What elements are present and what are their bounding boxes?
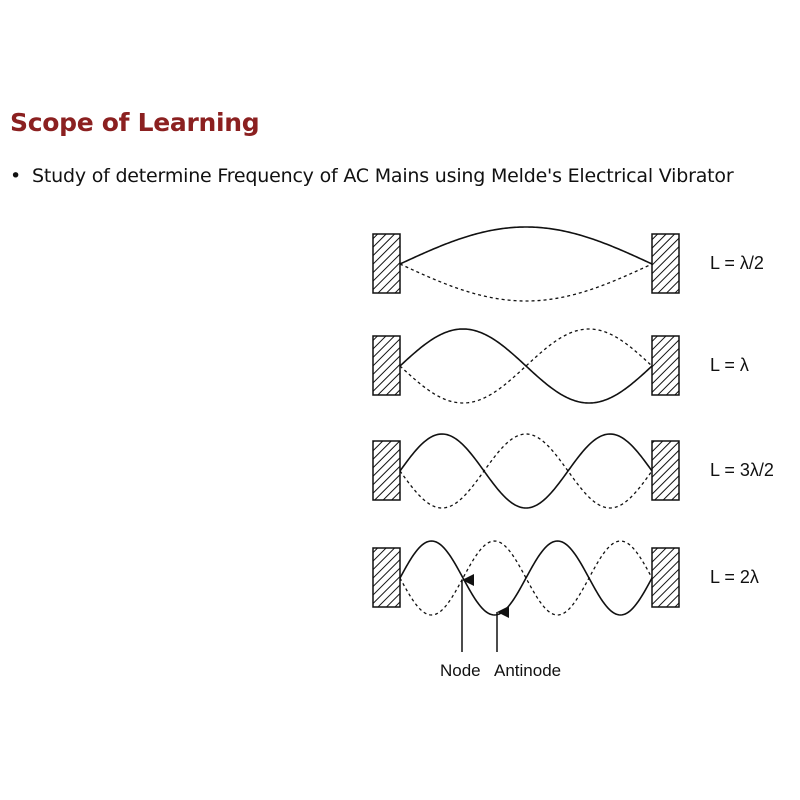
wave-dashed (399, 263, 653, 302)
wave-solid (399, 433, 653, 509)
bullet-item: • Study of determine Frequency of AC Mai… (10, 165, 734, 187)
left-clamp (372, 233, 401, 294)
page-title: Scope of Learning (10, 108, 260, 137)
bullet-text: Study of determine Frequency of AC Mains… (32, 165, 734, 187)
wave-solid (399, 540, 653, 616)
right-clamp (651, 233, 680, 294)
wave-solid (399, 328, 653, 404)
wave-dashed (399, 433, 653, 509)
mode-label: L = λ (710, 355, 749, 375)
wave-dashed (399, 540, 653, 616)
antinode-pointer: Antinode (494, 606, 561, 680)
right-clamp (651, 440, 680, 501)
wave-solid (399, 226, 653, 265)
left-clamp (372, 547, 401, 608)
mode-row-3: L = 3λ/2 (372, 433, 774, 509)
bullet-icon: • (10, 165, 22, 187)
antinode-label: Antinode (494, 661, 561, 680)
mode-label: L = λ/2 (710, 253, 764, 273)
right-clamp (651, 335, 680, 396)
node-label: Node (440, 661, 481, 680)
bullet-list: • Study of determine Frequency of AC Mai… (10, 165, 734, 187)
left-clamp (372, 335, 401, 396)
mode-label: L = 3λ/2 (710, 460, 774, 480)
wave-dashed (399, 328, 653, 404)
mode-row-4: L = 2λ (372, 540, 759, 616)
node-pointer: Node (440, 574, 481, 680)
right-clamp (651, 547, 680, 608)
mode-row-1: L = λ/2 (372, 226, 764, 302)
mode-row-2: L = λ (372, 328, 749, 404)
mode-label: L = 2λ (710, 567, 759, 587)
left-clamp (372, 440, 401, 501)
